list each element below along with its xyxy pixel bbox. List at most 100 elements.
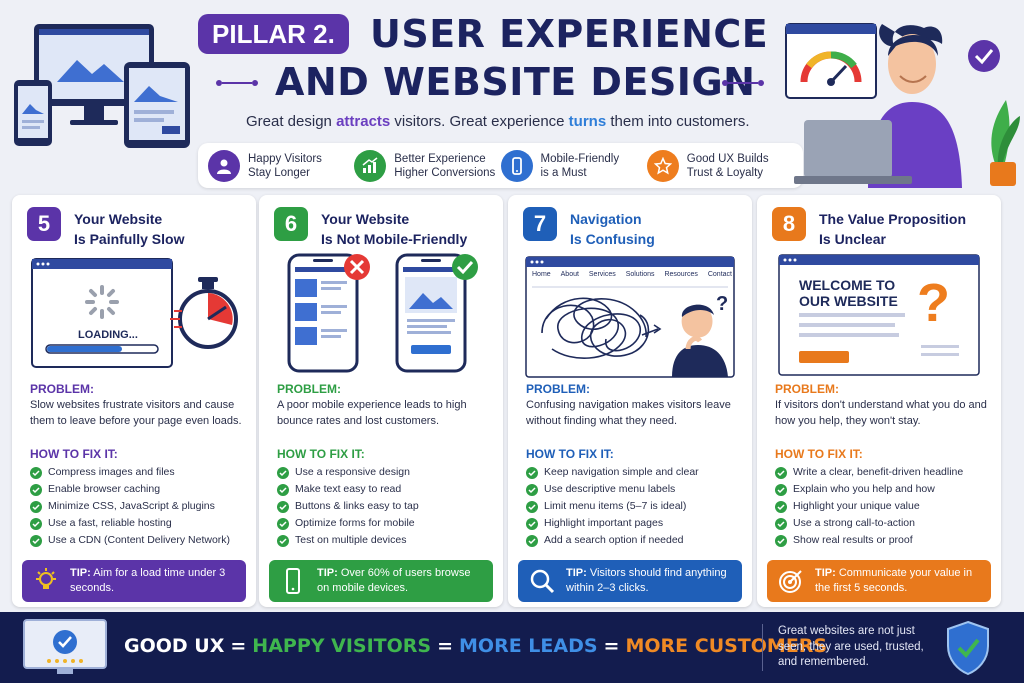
card-number: 8	[772, 207, 806, 241]
responsive-devices-icon	[14, 24, 190, 148]
footer: GOOD UX=HAPPY VISITORS=MORE LEADS=MORE C…	[0, 612, 1024, 683]
tip-text: TIP: Visitors should find anything withi…	[566, 567, 727, 594]
tip-box: TIP: Aim for a load time under 3 seconds…	[22, 560, 246, 602]
checkmark-icon	[30, 483, 42, 496]
tip-text: TIP: Communicate your value in the first…	[815, 567, 973, 594]
tip-text: TIP: Over 60% of users browse on mobile …	[317, 567, 471, 594]
tip-box: TIP: Visitors should find anything withi…	[518, 560, 742, 602]
monitor-check-icon	[23, 619, 107, 674]
checkmark-icon	[30, 517, 42, 530]
problem-label: PROBLEM:	[277, 382, 341, 396]
fix-label: HOW TO FIX IT:	[526, 447, 614, 461]
list-item: Write a clear, benefit-driven headline	[775, 464, 963, 481]
checkmark-icon	[30, 500, 42, 513]
nav-item-about: About	[560, 271, 579, 278]
list-item: Show real results or proof	[775, 532, 963, 549]
footer-divider	[762, 624, 763, 671]
stopwatch-icon	[170, 277, 238, 349]
list-item: Optimize forms for mobile	[277, 515, 419, 532]
lightbulb-icon	[36, 568, 56, 589]
title-divider-left	[216, 80, 258, 86]
checkmark-icon	[526, 483, 538, 496]
card-number: 5	[27, 207, 61, 241]
mobile-icon	[500, 149, 533, 182]
title-divider-right	[722, 80, 764, 86]
checkmark-icon	[452, 254, 478, 280]
checkmark-icon	[775, 466, 787, 479]
problem-text: Confusing navigation makes visitors leav…	[526, 399, 731, 427]
tip-box: TIP: Communicate your value in the first…	[767, 560, 991, 602]
person-at-laptop-illustration	[785, 23, 1020, 188]
fix-label: HOW TO FIX IT:	[30, 447, 118, 461]
list-item: Use a fast, reliable hosting	[30, 515, 230, 532]
tip-box: TIP: Over 60% of users browse on mobile …	[269, 560, 493, 602]
problem-text: If visitors don't understand what you do…	[775, 399, 987, 427]
page-subtitle: Great design attracts visitors. Great ex…	[246, 113, 750, 130]
problem-label: PROBLEM:	[526, 382, 590, 396]
x-mark-icon	[344, 254, 370, 280]
mobile-comparison-illustration	[287, 253, 478, 373]
list-item: Make text easy to read	[277, 481, 419, 498]
target-icon	[779, 570, 802, 593]
checkmark-icon	[277, 483, 289, 496]
list-item: Use a responsive design	[277, 464, 419, 481]
page-title-line2: AND WEBSITE DESIGN	[275, 60, 756, 104]
confusing-nav-illustration: Home About Services Solutions Resources …	[522, 253, 738, 381]
checkmark-icon	[277, 466, 289, 479]
slow-loading-illustration: LOADING...	[26, 253, 242, 381]
fix-list: Compress images and files Enable browser…	[30, 464, 230, 549]
growth-chart-icon	[354, 149, 387, 182]
list-item: Use descriptive menu labels	[526, 481, 699, 498]
checkmark-icon	[277, 534, 289, 547]
mobile-icon	[286, 568, 300, 594]
list-item: Compress images and files	[30, 464, 230, 481]
page-title-line1: USER EXPERIENCE	[370, 12, 769, 56]
star-icon	[646, 149, 679, 182]
checkmark-icon	[277, 517, 289, 530]
list-item: Test on multiple devices	[277, 532, 419, 549]
nav-item-services: Services	[588, 271, 616, 278]
list-item: Explain who you help and how	[775, 481, 963, 498]
list-item: Keep navigation simple and clear	[526, 464, 699, 481]
checkmark-icon	[968, 40, 1000, 72]
list-item: Minimize CSS, JavaScript & plugins	[30, 498, 230, 515]
search-icon	[530, 569, 555, 594]
nav-item-solutions: Solutions	[625, 271, 655, 278]
pillar-badge: PILLAR 2.	[198, 14, 349, 54]
checkmark-icon	[775, 517, 787, 530]
fix-list: Keep navigation simple and clear Use des…	[526, 464, 699, 549]
fix-label: HOW TO FIX IT:	[775, 447, 863, 461]
checkmark-icon	[526, 466, 538, 479]
checkmark-icon	[277, 500, 289, 513]
problem-label: PROBLEM:	[30, 382, 94, 396]
checkmark-icon	[526, 534, 538, 547]
nav-item-home: Home	[532, 271, 551, 278]
list-item: Use a strong call-to-action	[775, 515, 963, 532]
welcome-text: WELCOME TO OUR WEBSITE	[799, 277, 898, 309]
checkmark-icon	[775, 534, 787, 547]
fix-list: Write a clear, benefit-driven headline E…	[775, 464, 963, 549]
loading-text: LOADING...	[78, 329, 138, 341]
person-icon	[208, 149, 240, 182]
question-mark: ?	[917, 273, 950, 333]
checkmark-icon	[775, 483, 787, 496]
nav-item-resources: Resources	[664, 271, 698, 278]
footer-tagline: Great websites are not just seen, they a…	[778, 625, 924, 668]
checkmark-icon	[526, 500, 538, 513]
tip-text: TIP: Aim for a load time under 3 seconds…	[70, 567, 226, 594]
problem-text: A poor mobile experience leads to high b…	[277, 399, 467, 427]
nav-menu: Home About Services Solutions Resources …	[532, 271, 732, 278]
card-number: 7	[523, 207, 557, 241]
